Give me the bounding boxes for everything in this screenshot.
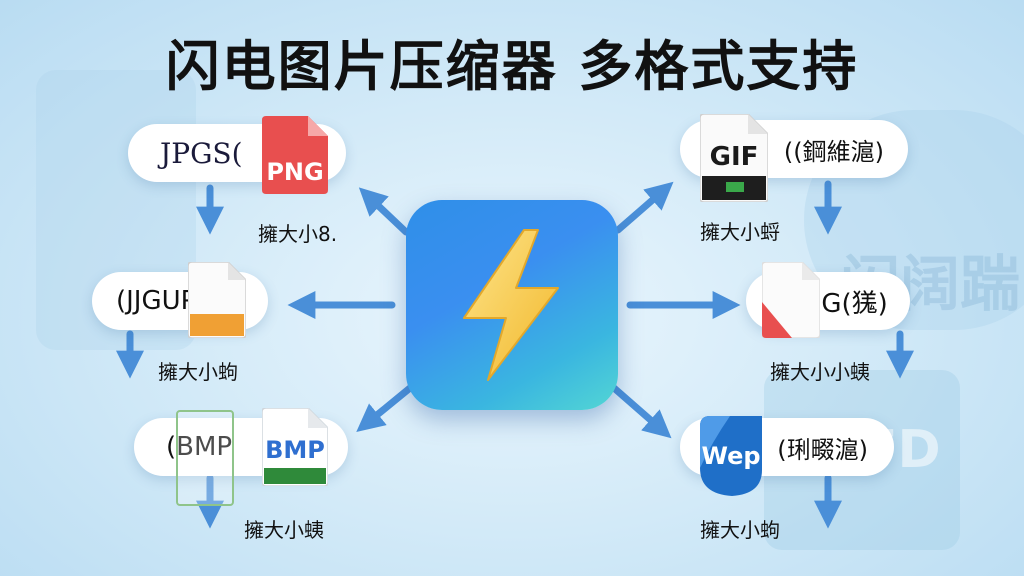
webp-logo-icon: Wep	[692, 412, 770, 498]
arrow-center-top-left	[358, 187, 410, 236]
arrow-center-bottom-right	[610, 384, 672, 439]
size-caption-top-left: 擁大小8.	[258, 222, 338, 246]
bmp-file-icon: BMP	[261, 407, 329, 487]
format-pill-label: ((鋼維滬)	[783, 137, 884, 166]
size-caption-mid-left: 擁大小蚼	[158, 360, 238, 384]
page-title: 闪电图片压缩器 多格式支持	[165, 35, 859, 98]
lightning-bolt-icon	[463, 229, 559, 381]
size-caption-mid-right: 擁大小小蛦	[770, 360, 870, 384]
arrow-center-top-right	[614, 181, 674, 234]
size-caption-bottom-left: 擁大小蛦	[244, 518, 324, 542]
format-pill-label: (琍畷滬)	[777, 435, 868, 464]
file-type-label: PNG	[266, 158, 324, 186]
jpg-file-icon	[187, 261, 247, 339]
lightning-app-icon	[406, 200, 618, 410]
gif-file-icon: GIF	[699, 113, 769, 203]
png-file-icon: PNG	[262, 116, 328, 194]
size-caption-bottom-right: 擁大小蚼	[700, 518, 780, 542]
size-caption-top-right: 擁大小蛶	[700, 220, 780, 244]
file-type-label: Wep	[701, 442, 761, 470]
file-type-label: GIF	[709, 142, 759, 172]
green-doc-outline	[176, 410, 234, 506]
file-type-label: BMP	[265, 436, 325, 464]
format-pill-label: JPGS(	[160, 136, 243, 170]
arrow-center-bottom-left	[356, 384, 414, 432]
png-file-icon-2	[761, 261, 821, 339]
